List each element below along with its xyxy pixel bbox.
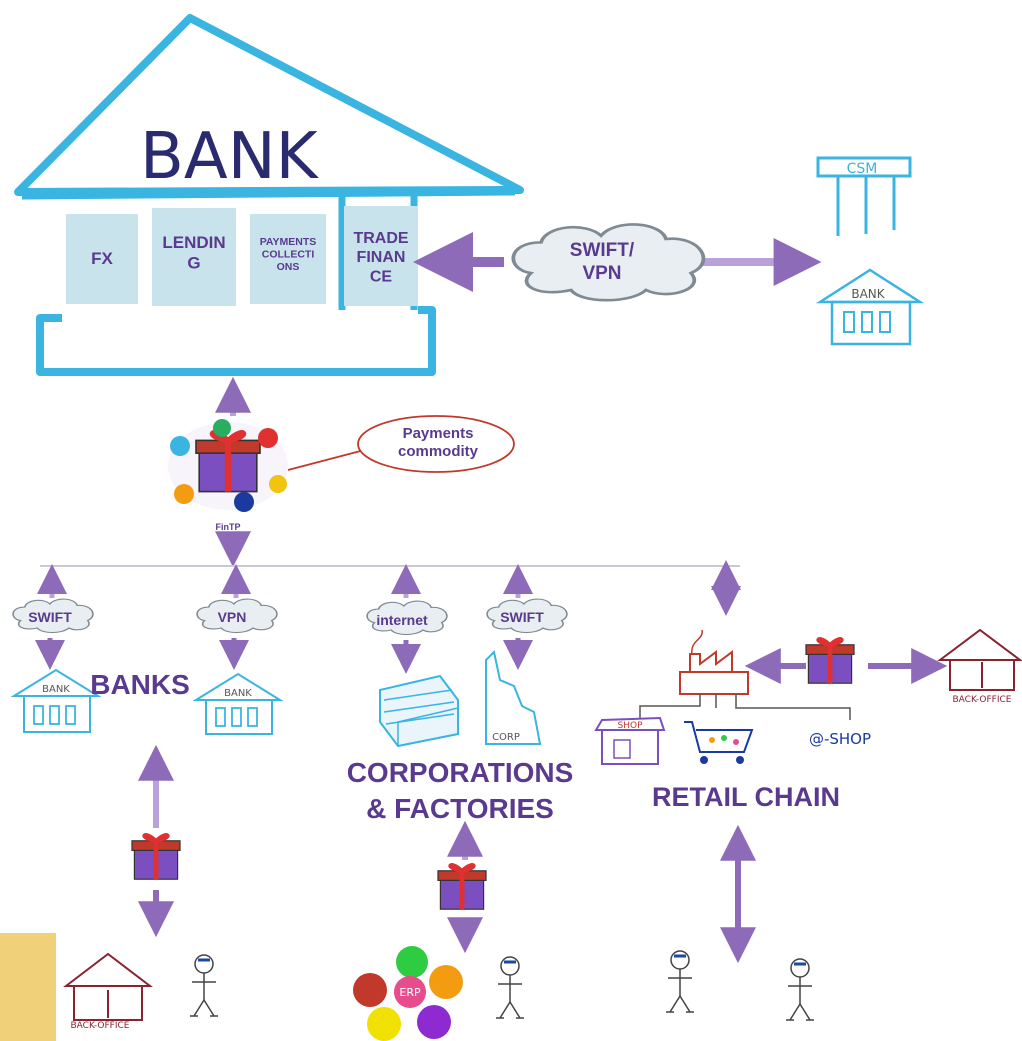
back-office-left: BACK-OFFICE [63, 952, 153, 1031]
shop-label: SHOP [618, 721, 644, 731]
corporations-group-label: CORPORATIONS& FACTORIES [347, 757, 574, 824]
bank-icon-right: BANK [192, 672, 284, 735]
swift-label-1: SWIFT [28, 609, 72, 625]
cart-icon [684, 721, 754, 764]
corporations-branch: internet SWIFT CORP CORPORATIONS& FACTOR… [347, 564, 574, 1041]
back-office-right: BACK-OFFICE [937, 628, 1022, 705]
module-fx [66, 214, 138, 304]
vpn-label: VPN [218, 609, 247, 625]
erp-label: ERP [399, 986, 421, 999]
module-trade-finance [344, 206, 418, 306]
back-office-right-label: BACK-OFFICE [953, 695, 1012, 705]
internet-label: internet [376, 612, 428, 628]
gift-corporations [438, 865, 486, 909]
small-bank-label: BANK [851, 287, 885, 301]
bank-title: BANK [140, 120, 320, 194]
gift-banks [132, 835, 180, 879]
fintp-hub: FinTP [168, 419, 288, 532]
csm-label: CSM [847, 161, 878, 177]
banks-branch: SWIFT VPN BANK BANK BANKS [10, 564, 284, 1031]
swift-label-2: SWIFT [500, 609, 544, 625]
swift-vpn-link: SWIFT/VPN [413, 222, 822, 303]
retail-branch: BACK-OFFICE SHOP @-SHOP RETAIL CHAIN [594, 560, 1022, 1022]
factory-icon [679, 629, 749, 695]
bank-icon-right-label: BANK [224, 688, 252, 699]
erp-blobs: ERP [353, 946, 463, 1041]
corner-tab [0, 933, 56, 1041]
eshop-label: @-SHOP [809, 730, 871, 748]
gift-retail [806, 639, 854, 683]
person-2 [494, 955, 526, 1020]
bank-base [36, 306, 436, 376]
csm-node: CSM [816, 156, 912, 236]
module-lending [152, 208, 236, 306]
bank-icon-left: BANK [10, 668, 102, 733]
retail-group-label: RETAIL CHAIN [652, 782, 840, 812]
fintp-label: FinTP [216, 522, 241, 532]
bank-icon-left-label: BANK [42, 684, 70, 695]
person-1 [188, 953, 220, 1018]
corporate-building [379, 674, 459, 748]
module-fx-label: FX [91, 249, 113, 268]
banks-group-label: BANKS [90, 669, 190, 700]
person-4 [784, 957, 816, 1022]
back-office-left-label: BACK-OFFICE [71, 1021, 130, 1031]
person-3 [664, 949, 696, 1014]
module-payments [250, 214, 326, 304]
corp-tower-label: CORP [492, 732, 520, 743]
swift-vpn-label: SWIFT/VPN [570, 240, 635, 284]
small-bank-top-right: BANK [815, 268, 925, 346]
shop-icon: SHOP [594, 716, 666, 765]
corp-tower: CORP [485, 649, 542, 745]
